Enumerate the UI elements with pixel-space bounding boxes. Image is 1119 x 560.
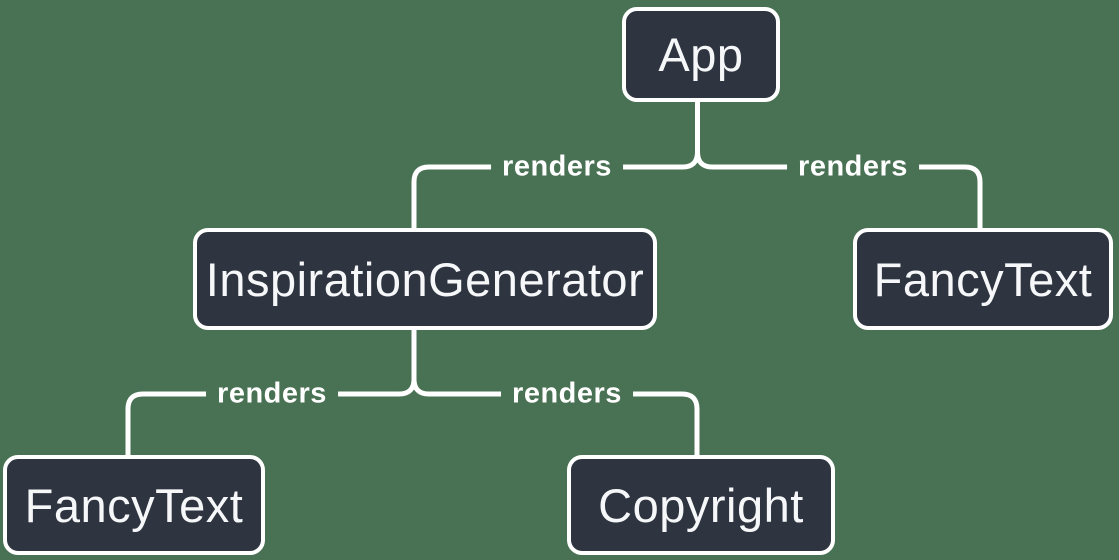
node-inspiration-generator: InspirationGenerator [193, 228, 657, 330]
node-inspiration-generator-label: InspirationGenerator [205, 252, 645, 306]
edge-label-renders-inspirationgenerator-fancytext: renders [206, 377, 338, 411]
node-app-label: App [658, 28, 744, 81]
node-copyright: Copyright [567, 455, 835, 555]
edge-label-renders-inspirationgenerator-copyright: renders [501, 377, 633, 411]
node-app: App [622, 7, 780, 102]
node-copyright-label: Copyright [598, 478, 804, 532]
node-fancytext-top-label: FancyText [873, 252, 1093, 306]
node-fancytext-top: FancyText [853, 228, 1113, 330]
edge-label-renders-app-inspirationgenerator: renders [491, 150, 623, 184]
edge-label-renders-app-fancytext: renders [787, 150, 919, 184]
node-fancytext-bottom-label: FancyText [24, 478, 244, 532]
node-fancytext-bottom: FancyText [3, 455, 265, 555]
